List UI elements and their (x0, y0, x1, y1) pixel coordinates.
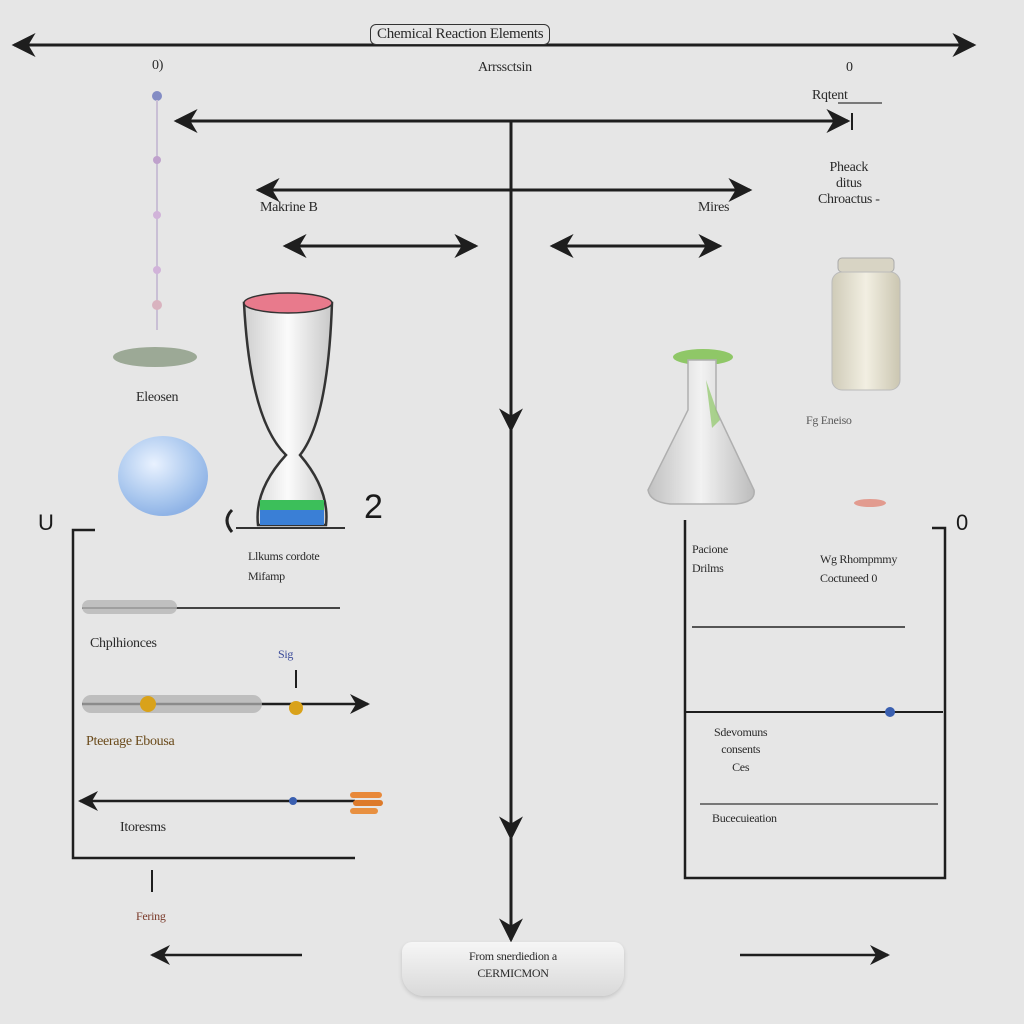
right-jar (831, 257, 901, 391)
left-bracket (71, 528, 355, 860)
left-molecule-column (152, 91, 162, 330)
diagram-subtitle: Arrssctsin (478, 60, 532, 75)
diagram-title: Chemical Reaction Elements (370, 24, 551, 46)
gold-bead-1 (140, 696, 156, 712)
right-row-label-3: Sdevomuns consents Ces (714, 725, 768, 774)
gold-bead-2 (289, 701, 303, 715)
left-top-mark: 0) (152, 58, 164, 73)
right-bracket (683, 520, 947, 880)
right-top-mark: 0 (846, 60, 853, 75)
left-row-label-3: Itoresms (120, 820, 166, 835)
grass-tuft (113, 347, 197, 367)
left-bracket-mark: U (38, 510, 54, 535)
right-heading: Rqtent (812, 88, 848, 103)
hourglass-vessel (225, 292, 345, 533)
flask-label: Fg Eneiso (806, 413, 852, 427)
conical-flask (647, 349, 755, 505)
left-row-mid-1: Sig (278, 647, 294, 661)
branch-right-label: Mires (698, 200, 730, 215)
bottom-result-box (402, 942, 624, 996)
bottom-result-label: From snerdiedion a CERMICMON (469, 949, 557, 980)
right-subheading: Pheack ditus Chroactus - (818, 160, 880, 208)
left-row-label-1: Chplhionces (90, 636, 157, 651)
right-bracket-mark: 0 (956, 510, 968, 535)
left-row-label-2: Pteerage Ebousa (86, 734, 175, 749)
hourglass-number: 2 (364, 488, 383, 526)
blue-sphere (118, 436, 208, 516)
left-column-label: Eleosen (136, 390, 179, 405)
hourglass-label: Llkums cordote Mifamp (248, 549, 320, 584)
right-row-label-1: Pacione Drilms (692, 542, 728, 576)
branch-left-label: Makrine B (260, 200, 318, 215)
right-row-label-2: Wg Rhompmmy Coctuneed 0 (820, 552, 898, 586)
right-row-label-4: Bucecuieation (712, 811, 777, 825)
orange-rods (350, 792, 383, 814)
left-row-mid-2: Fering (136, 909, 166, 923)
